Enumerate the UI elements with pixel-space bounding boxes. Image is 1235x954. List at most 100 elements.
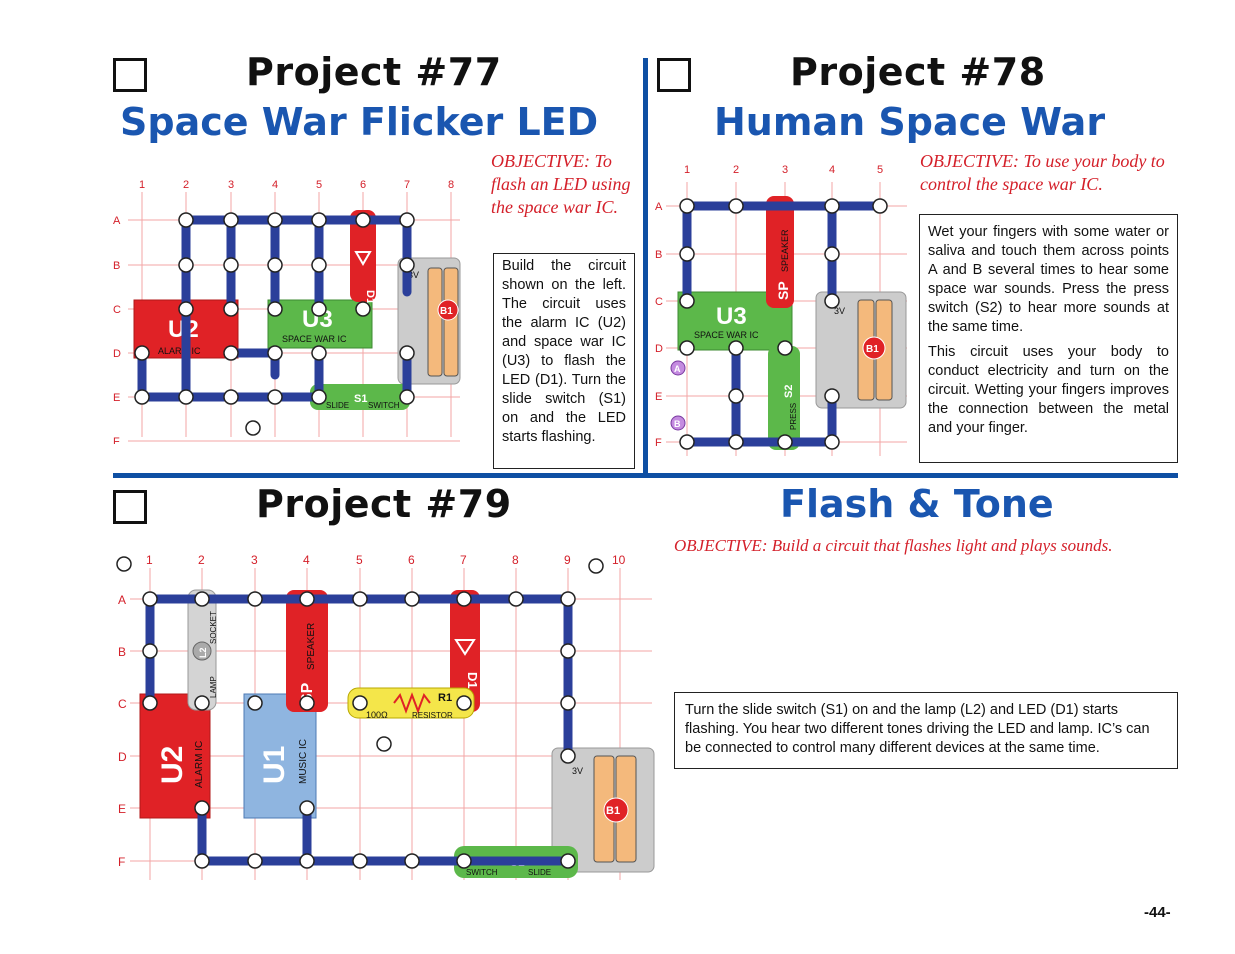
- horizontal-divider: [113, 473, 1178, 478]
- point-b-label: B: [674, 419, 681, 429]
- s2-label: S2: [783, 385, 795, 398]
- project77-checkbox[interactable]: [113, 58, 147, 92]
- grid-row-label: B: [113, 260, 120, 272]
- sp-speaker: [766, 196, 794, 308]
- grid-row-label: E: [113, 392, 120, 404]
- grid-row-label: B: [118, 645, 126, 659]
- grid-row-label: F: [655, 437, 662, 449]
- sp-label: SP: [775, 281, 791, 300]
- b1-voltage: 3V: [834, 306, 845, 316]
- u3-sublabel: SPACE WAR IC: [282, 334, 347, 344]
- vertical-divider: [643, 58, 648, 475]
- d1-led: [450, 590, 480, 712]
- u1-label: U1: [258, 746, 291, 784]
- grid-row-label: F: [118, 855, 125, 869]
- s1-sublabel-switch: SWITCH: [466, 868, 498, 877]
- s2-press-switch: [768, 346, 800, 450]
- project78-checkbox[interactable]: [657, 58, 691, 92]
- grid-row-label: A: [113, 215, 121, 227]
- grid-col-label: 5: [877, 164, 883, 176]
- grid-col-label: 6: [408, 553, 415, 567]
- sp-speaker: [286, 590, 328, 712]
- l2-sublabel-socket: SOCKET: [209, 611, 218, 644]
- l2-label: L2: [198, 647, 208, 658]
- u2-sublabel: ALARM IC: [194, 741, 205, 788]
- led-symbol-icon: [454, 639, 476, 656]
- grid-row-label: D: [113, 348, 121, 360]
- u2-label: U2: [156, 746, 189, 784]
- project79-subtitle: Flash & Tone: [780, 482, 1054, 526]
- grid-col-label: 7: [460, 553, 467, 567]
- project77-subtitle: Space War Flicker LED: [120, 100, 599, 144]
- u1-sublabel: MUSIC IC: [298, 739, 309, 784]
- u3-sublabel: SPACE WAR IC: [694, 330, 759, 340]
- grid-col-label: 2: [198, 553, 205, 567]
- grid-col-label: 8: [512, 553, 519, 567]
- project78-description-p1: Wet your fingers with some water or sali…: [928, 224, 1169, 335]
- grid-col-label: 8: [448, 179, 454, 191]
- grid-col-label: 4: [272, 179, 278, 191]
- grid-col-label: 1: [139, 179, 145, 191]
- grid-row-label: A: [118, 593, 126, 607]
- project77-title: Project #77: [246, 50, 502, 94]
- s1-sublabel-slide: SLIDE: [528, 868, 551, 877]
- u3-label: U3: [716, 303, 747, 330]
- l2-sublabel-lamp: LAMP: [209, 676, 218, 698]
- b1-badge: [603, 797, 629, 823]
- point-b-marker[interactable]: [670, 415, 686, 431]
- project78-subtitle: Human Space War: [714, 100, 1106, 144]
- grid-col-label: 2: [733, 164, 739, 176]
- s2-sublabel-press: PRESS: [789, 403, 798, 430]
- project78-description: Wet your fingers with some water or sali…: [919, 214, 1178, 463]
- u1-music-ic: [243, 693, 317, 819]
- r1-value: 100Ω: [366, 710, 388, 720]
- project79-description: Turn the slide switch (S1) on and the la…: [674, 692, 1178, 769]
- grid-row-label: C: [118, 697, 127, 711]
- grid-col-label: 3: [782, 164, 788, 176]
- b1-voltage: 3V: [572, 766, 583, 776]
- s1-sublabel-slide: SLIDE: [326, 401, 349, 410]
- sp-sublabel: SPEAKER: [780, 229, 790, 272]
- b1-battery-right: [443, 267, 459, 377]
- page-number: -44-: [1144, 904, 1171, 921]
- project78-description-p2: This circuit uses your body to conduct e…: [928, 344, 1169, 436]
- b1-label: B1: [866, 344, 879, 355]
- d1-led: [350, 210, 376, 302]
- d1-label: D1: [465, 672, 480, 689]
- project79-title: Project #79: [256, 482, 512, 526]
- grid-row-label: C: [655, 296, 663, 308]
- grid-col-label: 1: [146, 553, 153, 567]
- b1-voltage: 3V: [408, 270, 419, 280]
- grid-col-label: 3: [228, 179, 234, 191]
- grid-col-label: 6: [360, 179, 366, 191]
- b1-badge: [862, 336, 886, 360]
- project77-description-text: Build the circuit shown on the left. The…: [502, 258, 626, 445]
- s1-sublabel-switch: SWITCH: [368, 401, 400, 410]
- lamp-icon: [192, 641, 212, 661]
- project79-checkbox[interactable]: [113, 490, 147, 524]
- project78-objective: OBJECTIVE: To use your body to control t…: [920, 151, 1165, 194]
- grid-row-label: D: [118, 750, 127, 764]
- project79-description-text: Turn the slide switch (S1) on and the la…: [685, 702, 1150, 756]
- grid-col-label: 3: [251, 553, 258, 567]
- r1-resistor: [347, 687, 475, 719]
- b1-battery-left: [427, 267, 443, 377]
- grid-row-label: E: [118, 802, 126, 816]
- led-symbol-icon: [354, 251, 372, 266]
- r1-sublabel: RESISTOR: [412, 711, 453, 720]
- grid-row-label: C: [113, 304, 121, 316]
- s1-slide-switch: [310, 384, 410, 410]
- r1-label: R1: [438, 692, 452, 704]
- grid-col-label: 5: [356, 553, 363, 567]
- sp-sublabel: SPEAKER: [306, 623, 317, 670]
- project78-title: Project #78: [790, 50, 1046, 94]
- b1-label: B1: [440, 306, 453, 317]
- grid-col-label: 1: [684, 164, 690, 176]
- point-a-marker[interactable]: [670, 360, 686, 376]
- grid-col-label: 4: [829, 164, 835, 176]
- b1-badge: [437, 299, 459, 321]
- grid-col-label: 7: [404, 179, 410, 191]
